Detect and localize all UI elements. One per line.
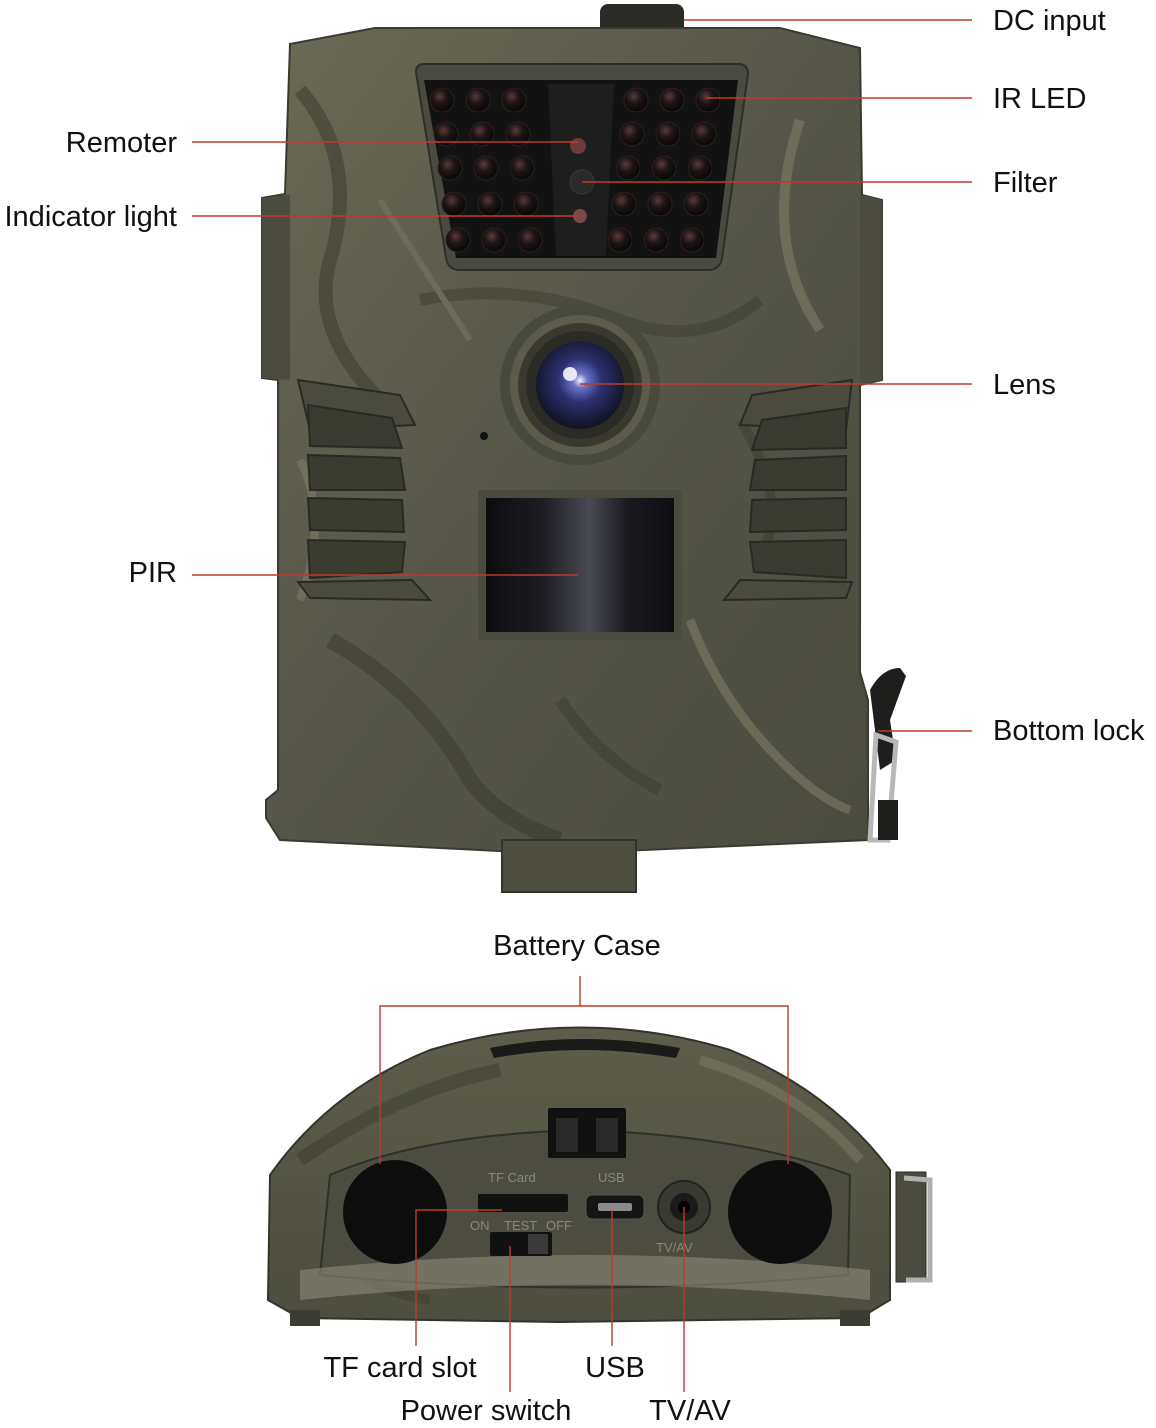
- bottom-lock: [867, 668, 906, 843]
- label-battery-case: Battery Case: [493, 930, 661, 962]
- ir-led: [651, 155, 677, 181]
- pir-sensor: [486, 498, 674, 632]
- ir-led: [509, 155, 535, 181]
- camera-front-view: [261, 4, 906, 893]
- ir-led-panel: [414, 63, 750, 271]
- battery-case-right: [728, 1160, 832, 1264]
- tf-card-slot: TF Card ON TEST OFF: [470, 1170, 572, 1233]
- ir-led: [517, 227, 543, 253]
- bottom-tab: [501, 839, 637, 893]
- callout-labels: DC input IR LED Remoter Filter Indicator…: [5, 5, 1145, 1427]
- usb-molded-text: USB: [598, 1170, 625, 1185]
- lens-glass: [536, 341, 624, 429]
- label-remoter: Remoter: [66, 127, 178, 159]
- label-lens: Lens: [993, 369, 1056, 401]
- tv-av-molded-text: TV/AV: [656, 1240, 693, 1255]
- ir-led: [655, 121, 681, 147]
- label-tf-card-slot: TF card slot: [323, 1352, 476, 1384]
- ir-led: [619, 121, 645, 147]
- ir-led: [695, 87, 721, 113]
- left-grip-vents: [296, 378, 433, 602]
- ir-led: [647, 191, 673, 217]
- label-pir: PIR: [129, 557, 177, 589]
- ir-led: [659, 87, 685, 113]
- ir-led: [679, 227, 705, 253]
- ir-led: [623, 87, 649, 113]
- battery-case-left: [343, 1160, 447, 1264]
- ir-led: [473, 155, 499, 181]
- switch-on-molded-text: ON: [470, 1218, 490, 1233]
- ir-led: [469, 121, 495, 147]
- ir-led: [445, 227, 471, 253]
- ir-led: [643, 227, 669, 253]
- right-grip-vents: [721, 378, 854, 602]
- ir-led: [437, 155, 463, 181]
- label-indicator-light: Indicator light: [5, 201, 178, 233]
- ir-led: [683, 191, 709, 217]
- ir-led: [687, 155, 713, 181]
- label-ir-led: IR LED: [993, 83, 1086, 115]
- label-filter: Filter: [993, 167, 1058, 199]
- remoter-sensor: [570, 138, 586, 154]
- ir-led: [505, 121, 531, 147]
- label-dc-input: DC input: [993, 5, 1106, 37]
- ir-led-array: [429, 87, 721, 253]
- ir-led: [477, 191, 503, 217]
- ir-led: [433, 121, 459, 147]
- switch-off-molded-text: OFF: [546, 1218, 572, 1233]
- bottom-inner-panel: [318, 1128, 852, 1289]
- lens-assembly: [480, 305, 660, 465]
- label-power-switch: Power switch: [401, 1395, 572, 1427]
- tf-card-molded-text: TF Card: [488, 1170, 536, 1185]
- power-switch: [490, 1232, 552, 1256]
- ir-led: [615, 155, 641, 181]
- label-bottom-lock: Bottom lock: [993, 715, 1145, 747]
- ir-led: [481, 227, 507, 253]
- leader-battery-case: [379, 1005, 789, 1164]
- usb-port: USB: [585, 1170, 645, 1220]
- camera-bottom-view: TF Card ON TEST OFF USB TV/AV: [266, 1026, 933, 1326]
- leader-tf-card-slot: [415, 1209, 502, 1346]
- ir-led: [691, 121, 717, 147]
- ir-led: [607, 227, 633, 253]
- label-tv-av: TV/AV: [649, 1395, 731, 1427]
- label-usb: USB: [585, 1352, 645, 1384]
- bottom-side-clasp: [895, 1171, 933, 1283]
- switch-test-molded-text: TEST: [504, 1218, 537, 1233]
- ir-led: [429, 87, 455, 113]
- leader-lines: [192, 19, 972, 1392]
- ir-led: [611, 191, 637, 217]
- ir-led: [465, 87, 491, 113]
- ir-led: [513, 191, 539, 217]
- ir-led: [441, 191, 467, 217]
- ir-led: [501, 87, 527, 113]
